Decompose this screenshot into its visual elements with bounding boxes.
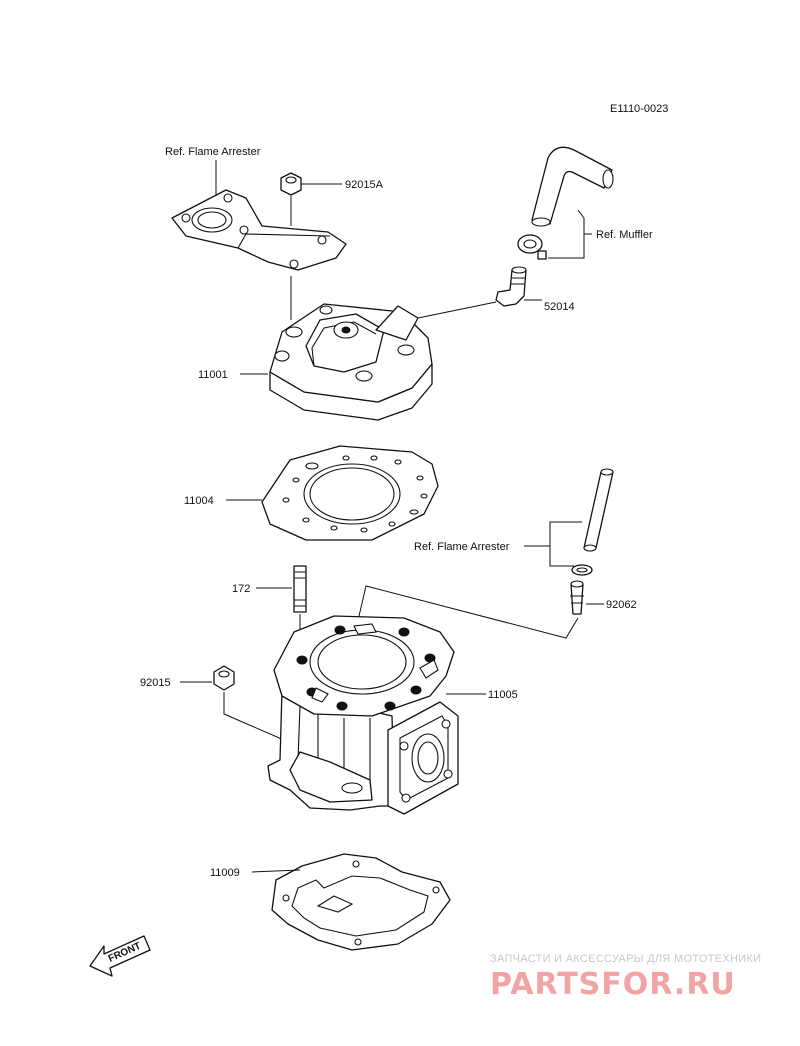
ref-flame-arrester-mid-label: Ref. Flame Arrester	[414, 541, 510, 553]
stud-172	[293, 565, 307, 613]
watermark-tagline: ЗАПЧАСТИ И АКСЕССУАРЫ ДЛЯ МОТОТЕХНИКИ	[490, 953, 761, 965]
cylinder-head-11001	[269, 303, 433, 421]
pipe-clip	[571, 564, 593, 576]
part-92015-label: 92015	[140, 677, 171, 689]
fitting-52014	[495, 266, 527, 307]
ref-flame-arrester-top-label: Ref. Flame Arrester	[165, 146, 261, 158]
watermark-site: PARTSFOR.RU	[490, 967, 736, 1002]
part-11004-label: 11004	[184, 495, 214, 507]
nut-92015	[213, 665, 235, 691]
flame-arrester-bracket	[171, 189, 347, 271]
base-gasket-11009	[271, 853, 451, 951]
part-52014-label: 52014	[544, 301, 575, 313]
diagram-code: E1110-0023	[610, 103, 668, 115]
part-172-label: 172	[232, 583, 250, 595]
front-arrow-icon: FRONT	[89, 935, 151, 977]
muffler-hose-clamp	[517, 234, 547, 260]
part-92015a-label: 92015A	[345, 179, 384, 191]
nipple-92062	[570, 580, 584, 615]
flame-arrester-pipe	[583, 468, 614, 552]
cylinder-11005	[267, 615, 459, 815]
part-92062-label: 92062	[606, 599, 637, 611]
part-11009-label: 11009	[210, 867, 240, 879]
part-11005-label: 11005	[488, 689, 518, 701]
ref-muffler-label: Ref. Muffler	[596, 229, 653, 241]
head-gasket-11004	[261, 445, 439, 541]
nut-92015a	[280, 172, 302, 196]
muffler-hose	[531, 146, 614, 227]
part-11001-label: 11001	[198, 369, 228, 381]
